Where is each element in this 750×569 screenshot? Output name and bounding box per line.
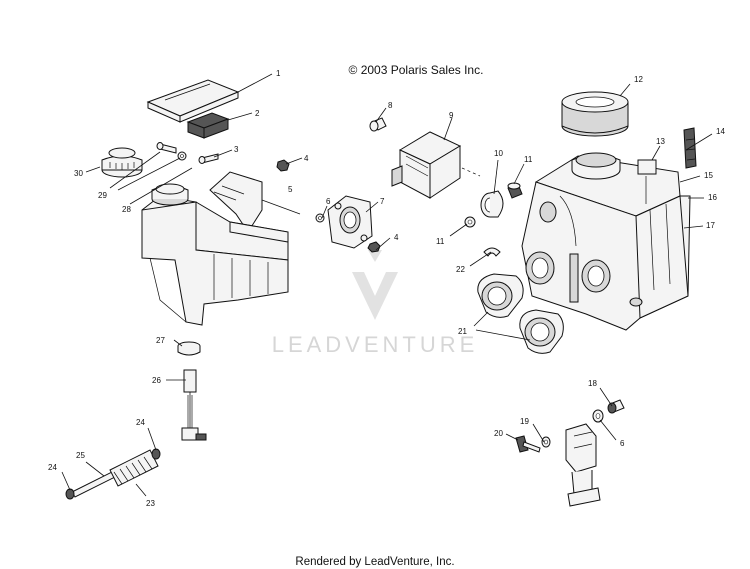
tank-cover	[146, 79, 240, 123]
callout-5: 5	[288, 185, 293, 194]
callout-2: 2	[255, 109, 260, 118]
control-box	[391, 131, 462, 199]
callout-7: 7	[380, 197, 385, 206]
nut-4-top	[276, 159, 290, 172]
callout-21: 21	[458, 327, 467, 336]
filler-cap	[101, 147, 143, 178]
rendered-by-footer: Rendered by LeadVenture, Inc.	[295, 556, 454, 568]
callout-4: 4	[304, 154, 309, 163]
callout-29: 29	[98, 191, 107, 200]
oil-filter-line	[65, 448, 161, 500]
washer-6-lower	[592, 409, 604, 423]
washer-19	[541, 436, 551, 448]
callout-numbers: 1 2 3 4 5 6 7 8 9 10 11 12 13 14 15 16 1…	[48, 69, 725, 508]
callout-1: 1	[276, 69, 281, 78]
air-filter	[561, 91, 629, 137]
grommet	[177, 341, 201, 356]
airbox	[521, 152, 691, 331]
callout-6-lower: 6	[620, 439, 625, 448]
oil-tank	[141, 183, 289, 326]
callout-11: 11	[524, 155, 533, 164]
callout-10: 10	[494, 149, 503, 158]
callout-22: 22	[456, 265, 465, 274]
callout-4-lower: 4	[394, 233, 399, 242]
callout-11-lower: 11	[436, 237, 445, 246]
callout-6: 6	[326, 197, 331, 206]
callout-30: 30	[74, 169, 83, 178]
callout-20: 20	[494, 429, 503, 438]
tank-bolts	[156, 142, 219, 164]
intake-boots	[477, 273, 564, 354]
callout-13: 13	[656, 137, 665, 146]
screw-18	[607, 399, 625, 414]
callout-3: 3	[234, 145, 239, 154]
callout-8: 8	[388, 101, 393, 110]
callout-27: 27	[156, 336, 165, 345]
fitting-11	[507, 182, 523, 199]
callout-25: 25	[76, 451, 85, 460]
level-sensor	[181, 369, 207, 441]
callout-9: 9	[449, 111, 454, 120]
nut-4-lower	[367, 241, 381, 253]
callout-14: 14	[716, 127, 725, 136]
tank-pad	[186, 112, 230, 139]
bolt-20	[515, 435, 541, 453]
callout-28: 28	[122, 205, 131, 214]
mount-bracket	[565, 423, 601, 507]
callout-17: 17	[706, 221, 715, 230]
leader-lines	[61, 73, 713, 497]
callout-18: 18	[588, 379, 597, 388]
callout-12: 12	[634, 75, 643, 84]
screw-8	[369, 117, 387, 132]
callout-26: 26	[152, 376, 161, 385]
tank-bracket	[209, 171, 263, 233]
callout-15: 15	[704, 171, 713, 180]
callout-24: 24	[136, 418, 145, 427]
callout-19: 19	[520, 417, 529, 426]
seal-ring	[480, 190, 504, 218]
callout-16: 16	[708, 193, 717, 202]
leadventure-watermark: LEADVENTURE	[272, 250, 479, 357]
watermark-text: LEADVENTURE	[272, 332, 479, 357]
callout-23: 23	[146, 499, 155, 508]
copyright-text: © 2003 Polaris Sales Inc.	[349, 63, 484, 77]
throttle-body	[327, 195, 373, 249]
callout-24-lower: 24	[48, 463, 57, 472]
washer-11	[464, 216, 476, 228]
washer-6-top	[315, 213, 325, 223]
